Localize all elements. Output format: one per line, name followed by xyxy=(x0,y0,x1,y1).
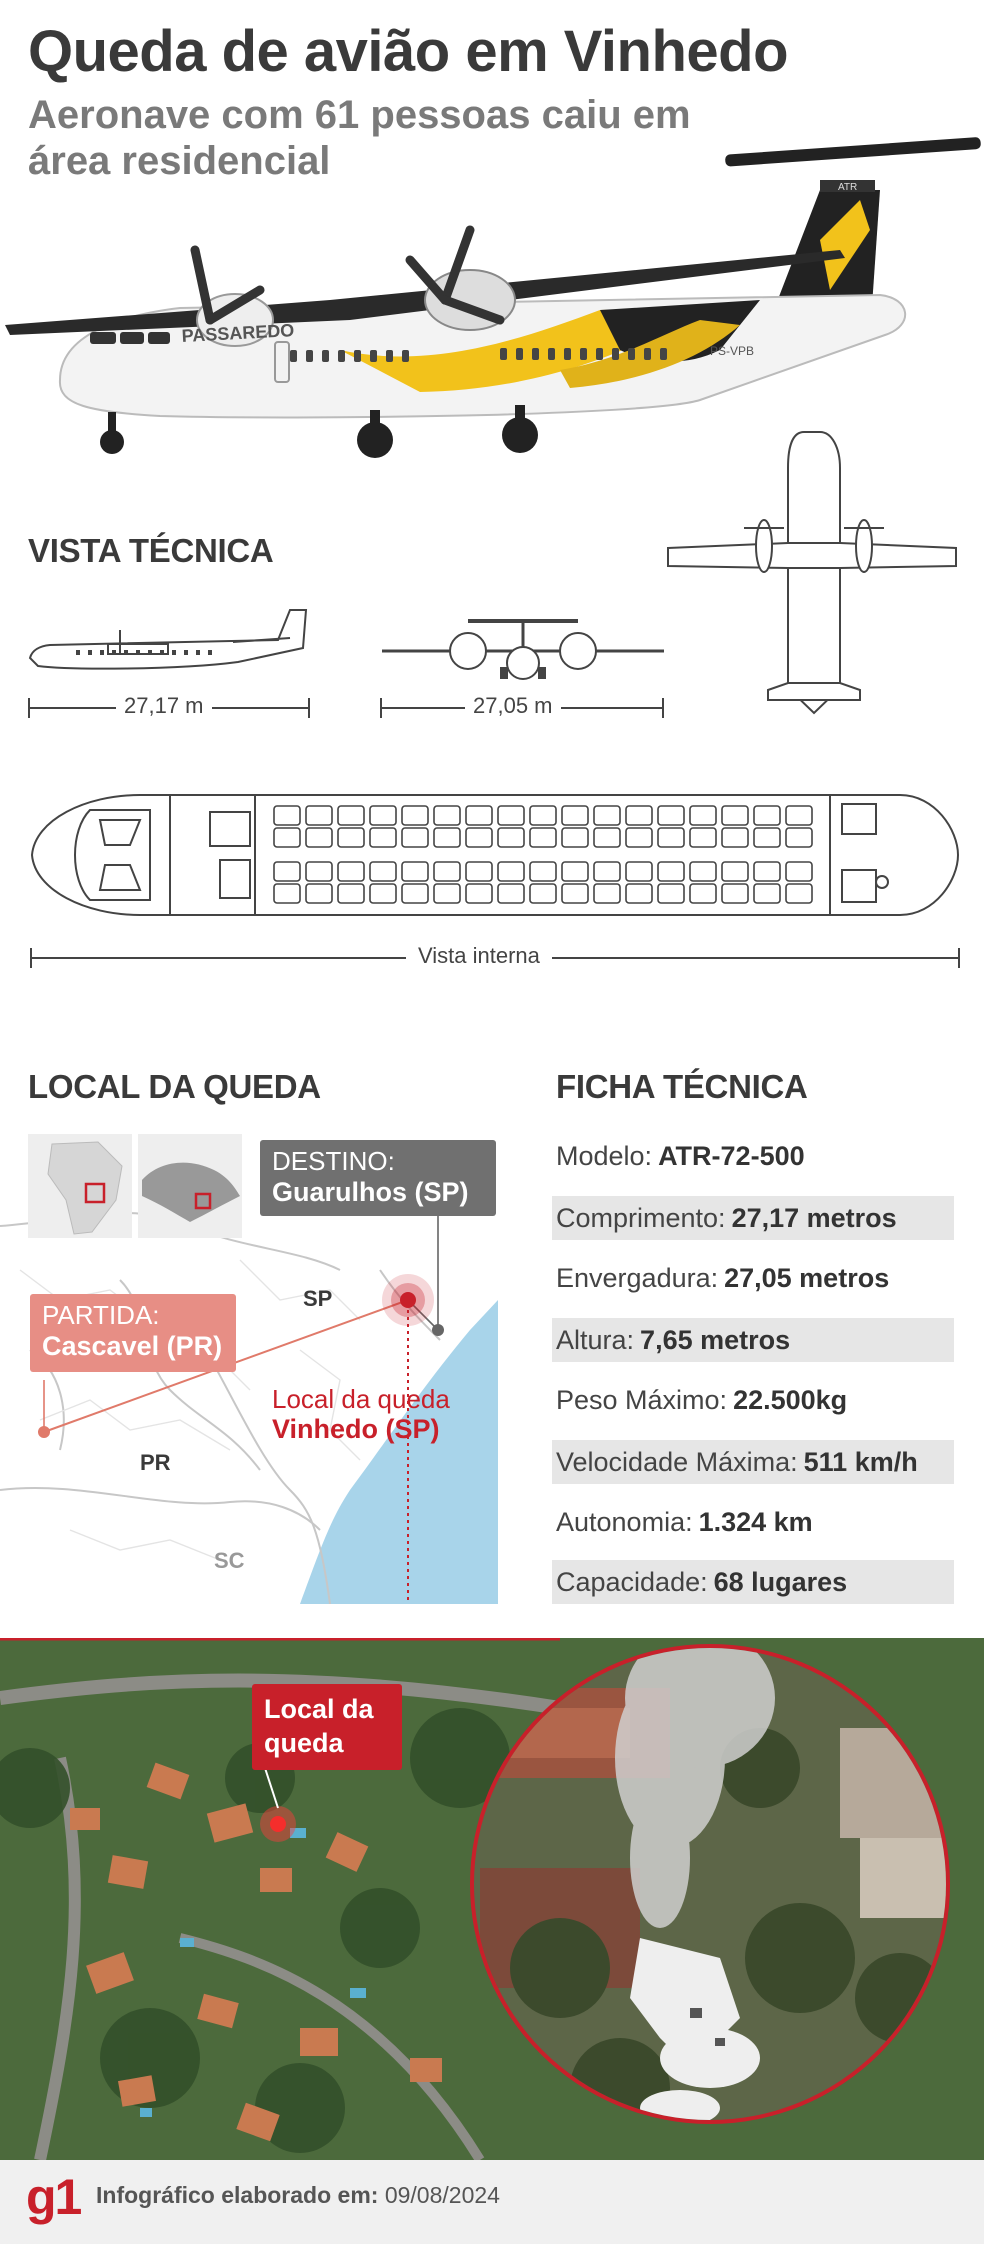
spec-label: Altura: xyxy=(556,1324,635,1355)
spec-row-model: Modelo:ATR-72-500 xyxy=(552,1134,954,1178)
spec-value: 7,65 metros xyxy=(640,1324,791,1355)
front-span-label: 27,05 m xyxy=(465,693,561,719)
aircraft-illustration: PASSAREDO PS-VPB ATR xyxy=(5,137,981,458)
destination-value: Guarulhos (SP) xyxy=(272,1177,469,1207)
destination-label: DESTINO: xyxy=(272,1146,395,1176)
g1-logo: g1 xyxy=(26,2169,82,2225)
aerial-crash-tag-line2: queda xyxy=(264,1728,344,1758)
state-label-sp: SP xyxy=(303,1286,333,1311)
departure-label: PARTIDA: xyxy=(42,1300,160,1330)
footer-credit-label: Infográfico elaborado em: xyxy=(96,2182,379,2208)
spec-row-max-weight: Peso Máximo:22.500kg xyxy=(552,1378,954,1422)
spec-label: Capacidade: xyxy=(556,1566,708,1597)
state-label-pr: PR xyxy=(140,1450,171,1475)
spec-value: 22.500kg xyxy=(733,1384,848,1415)
spec-label: Envergadura: xyxy=(556,1262,719,1293)
destination-tag: DESTINO: Guarulhos (SP) xyxy=(260,1140,496,1216)
spec-label: Peso Máximo: xyxy=(556,1384,728,1415)
crash-label: Local da queda xyxy=(272,1384,450,1414)
aerial-photo xyxy=(0,1638,984,2160)
interior-view-label: Vista interna xyxy=(406,943,552,969)
top-view-drawing xyxy=(667,431,957,715)
spec-value: 68 lugares xyxy=(713,1566,848,1597)
spec-label: Autonomia: xyxy=(556,1506,693,1537)
aircraft-registration-label: PS-VPB xyxy=(710,344,754,358)
spec-row-max-speed: Velocidade Máxima:511 km/h xyxy=(552,1440,954,1484)
side-view-drawing xyxy=(28,609,308,670)
footer-credit: Infográfico elaborado em: 09/08/2024 xyxy=(96,2182,500,2209)
interior-view-drawing xyxy=(30,794,960,916)
state-label-sc: SC xyxy=(214,1548,245,1573)
spec-value: ATR-72-500 xyxy=(658,1140,805,1171)
side-length-label: 27,17 m xyxy=(116,693,212,719)
spec-row-range: Autonomia:1.324 km xyxy=(552,1500,954,1544)
spec-label: Comprimento: xyxy=(556,1202,726,1233)
departure-value: Cascavel (PR) xyxy=(42,1331,223,1361)
crash-label-block: Local da queda Vinhedo (SP) xyxy=(272,1384,450,1444)
spec-value: 511 km/h xyxy=(803,1446,918,1477)
footer xyxy=(0,2160,984,2244)
departure-tag: PARTIDA: Cascavel (PR) xyxy=(30,1294,236,1372)
front-view-drawing xyxy=(382,619,664,680)
footer-date: 09/08/2024 xyxy=(384,2182,500,2208)
spec-label: Modelo: xyxy=(556,1140,653,1171)
aircraft-tail-logo: ATR xyxy=(838,182,857,193)
spec-row-wingspan: Envergadura:27,05 metros xyxy=(552,1256,954,1300)
technical-view-title: VISTA TÉCNICA xyxy=(28,532,274,569)
spec-value: 1.324 km xyxy=(698,1506,813,1537)
spec-row-length: Comprimento:27,17 metros xyxy=(552,1196,954,1240)
aerial-crash-tag-line1: Local da xyxy=(264,1694,374,1724)
spec-label: Velocidade Máxima: xyxy=(556,1446,798,1477)
page-subtitle: Aeronave com 61 pessoas caiu em área res… xyxy=(28,93,691,183)
aerial-crash-tag: Local da queda xyxy=(252,1684,402,1770)
spec-row-capacity: Capacidade:68 lugares xyxy=(552,1560,954,1604)
spec-row-height: Altura:7,65 metros xyxy=(552,1318,954,1362)
page-title: Queda de avião em Vinhedo xyxy=(28,19,789,84)
specs-title: FICHA TÉCNICA xyxy=(556,1068,808,1105)
crash-city: Vinhedo (SP) xyxy=(272,1414,440,1444)
spec-value: 27,05 metros xyxy=(724,1262,890,1293)
crash-location-title: LOCAL DA QUEDA xyxy=(28,1068,321,1105)
spec-value: 27,17 metros xyxy=(731,1202,897,1233)
